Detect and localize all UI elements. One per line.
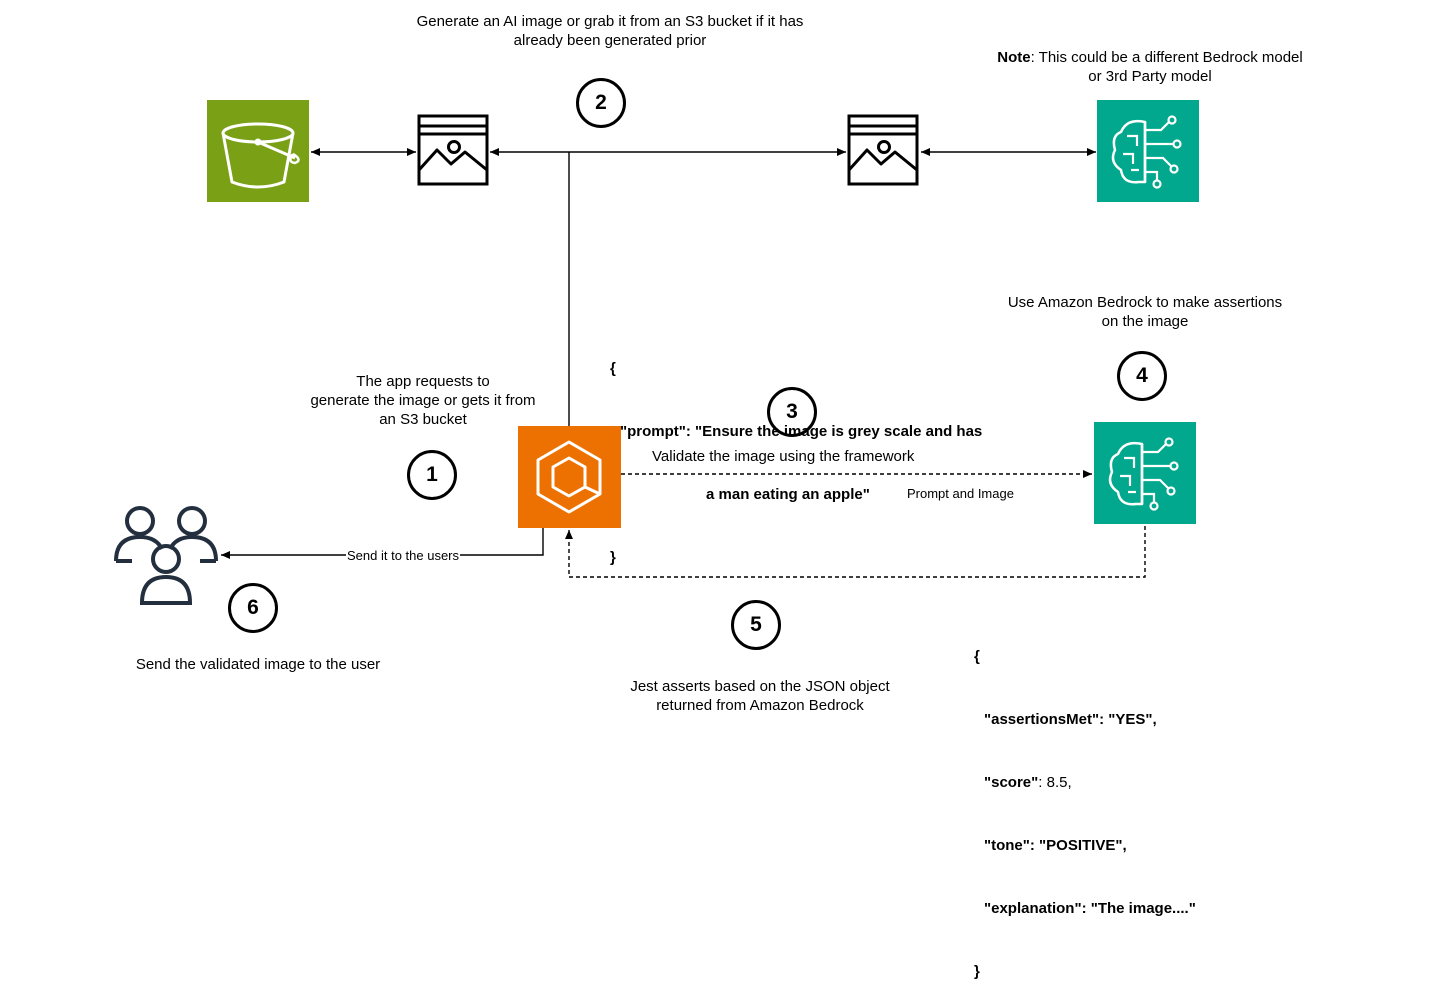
note-caption: Note: This could be a different Bedrock … <box>997 49 1303 85</box>
s3-bucket-icon <box>207 100 309 202</box>
prompt-and-image-label: Prompt and Image <box>907 486 1014 501</box>
connector-lines <box>221 148 1146 578</box>
bedrock-model-icon <box>1094 422 1196 524</box>
return-arrow <box>565 526 1146 578</box>
step-3-marker: 3 <box>767 387 817 437</box>
image-icon <box>847 114 919 186</box>
image-icon <box>417 114 489 186</box>
prompt-json: { "prompt": "Ensure the image is grey sc… <box>610 360 983 566</box>
send-users-arrow <box>221 528 544 559</box>
response-json: { "assertionsMet": "YES", "score": 8.5, … <box>974 648 1196 980</box>
jest-caption: Jest asserts based on the JSON object re… <box>630 678 890 714</box>
app-requests-caption: The app requests to generate the image o… <box>310 373 536 428</box>
users-icon <box>112 503 220 607</box>
validate-label: Validate the image using the framework <box>652 448 915 465</box>
generate-caption: Generate an AI image or grab it from an … <box>416 13 804 49</box>
send-validated-caption: Send the validated image to the user <box>135 656 381 673</box>
use-bedrock-caption: Use Amazon Bedrock to make assertions on… <box>1007 294 1283 330</box>
step-6-marker: 6 <box>228 583 278 633</box>
step-4-marker: 4 <box>1117 351 1167 401</box>
bedrock-model-icon <box>1097 100 1199 202</box>
note-label: Note <box>997 49 1031 66</box>
send-to-users-label: Send it to the users <box>346 546 461 565</box>
ecs-app-icon <box>518 426 621 528</box>
step-1-marker: 1 <box>407 450 457 500</box>
step-2-marker: 2 <box>576 78 626 128</box>
step-5-marker: 5 <box>731 600 781 650</box>
